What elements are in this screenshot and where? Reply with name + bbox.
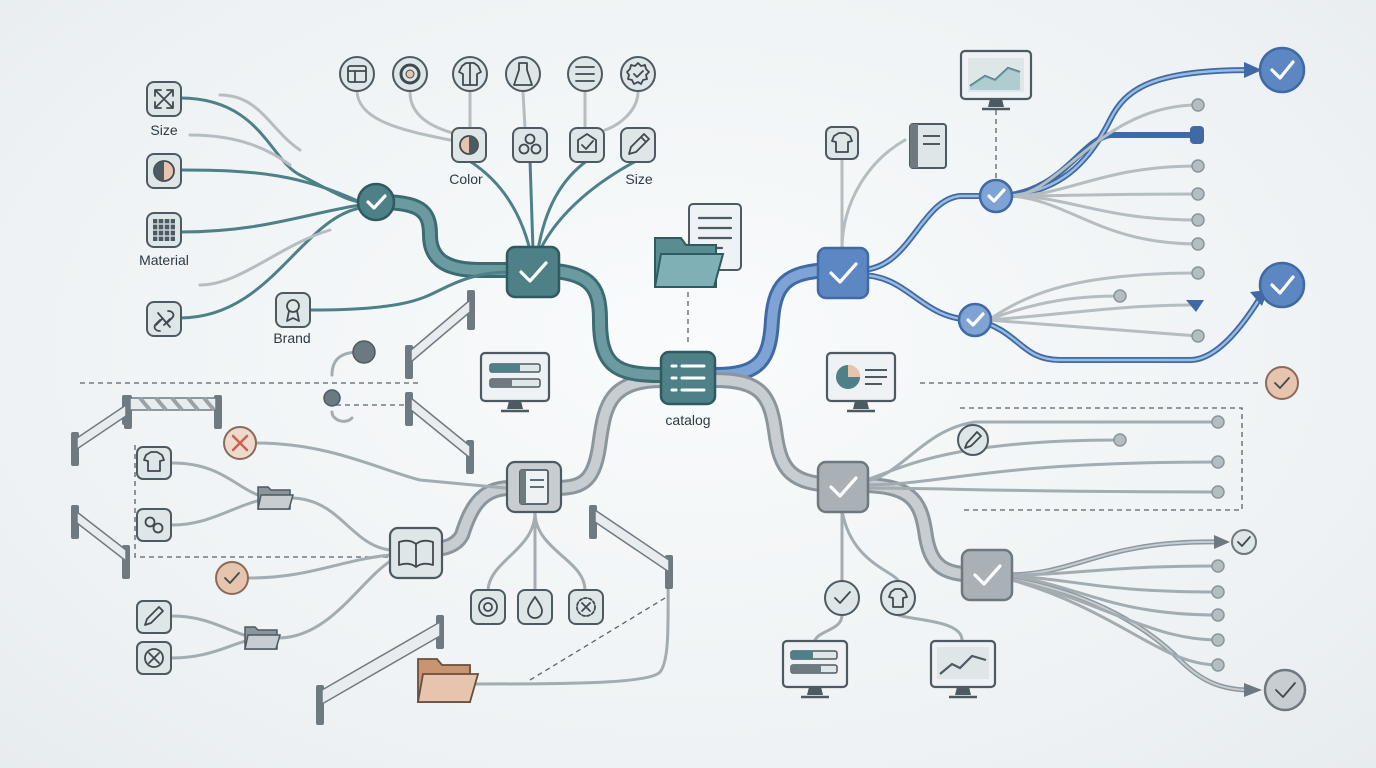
folder-icon bbox=[257, 486, 294, 510]
check-icon bbox=[816, 246, 870, 300]
check-icon bbox=[816, 460, 870, 514]
check-icon bbox=[356, 182, 396, 222]
size-top-label: Size bbox=[625, 171, 652, 187]
barrier-icon bbox=[71, 290, 673, 725]
color-label: Color bbox=[449, 171, 483, 187]
gear-icon bbox=[620, 56, 656, 92]
cancel-icon bbox=[223, 426, 257, 460]
list-icon bbox=[567, 56, 603, 92]
pencil-icon bbox=[620, 127, 656, 163]
drop-icon bbox=[517, 589, 553, 625]
palette-icon bbox=[392, 56, 428, 92]
check-icon bbox=[215, 561, 249, 595]
dress-icon bbox=[505, 56, 541, 92]
window-icon bbox=[339, 56, 375, 92]
color-icon bbox=[451, 127, 487, 163]
badge-icon bbox=[275, 292, 311, 328]
folder-icon bbox=[416, 658, 480, 703]
texture-icon bbox=[146, 212, 182, 248]
pencil-icon bbox=[957, 424, 989, 456]
check-icon bbox=[978, 178, 1014, 214]
dashed-guides bbox=[80, 110, 1262, 681]
book-icon bbox=[505, 460, 563, 514]
swatches-icon bbox=[512, 127, 548, 163]
brand-label: Brand bbox=[273, 330, 310, 346]
expand-icon bbox=[146, 81, 182, 117]
check-icon bbox=[505, 245, 561, 299]
gray-right-branches bbox=[707, 372, 1262, 697]
link-icon bbox=[146, 301, 182, 337]
check-icon bbox=[824, 580, 860, 616]
check-icon bbox=[1231, 529, 1257, 555]
pencil-icon bbox=[136, 600, 172, 634]
book-icon bbox=[388, 526, 444, 580]
folder-icon bbox=[244, 626, 281, 650]
tshirt-icon bbox=[136, 446, 172, 480]
catalog-label: catalog bbox=[665, 412, 710, 428]
pie-monitor-icon bbox=[825, 351, 897, 413]
check-icon bbox=[1265, 366, 1299, 400]
endpoint-dots bbox=[323, 98, 1225, 672]
size-left-label: Size bbox=[150, 122, 177, 138]
tshirt-icon bbox=[880, 580, 916, 616]
check-icon bbox=[1258, 46, 1306, 94]
half-circle-icon bbox=[146, 153, 182, 189]
folder-icon bbox=[653, 237, 725, 288]
book-icon bbox=[909, 123, 947, 169]
catalog-icon bbox=[659, 350, 717, 406]
cancel-icon bbox=[568, 589, 604, 625]
tshirt-icon bbox=[825, 126, 859, 160]
chart-monitor-icon bbox=[929, 639, 997, 699]
blue-branches bbox=[707, 62, 1268, 383]
tag-check-icon bbox=[569, 127, 605, 163]
check-icon bbox=[1263, 668, 1307, 712]
gear-icon bbox=[470, 589, 506, 625]
list-monitor-icon bbox=[781, 639, 849, 699]
list-monitor-icon bbox=[479, 351, 551, 413]
chart-monitor-icon bbox=[959, 49, 1033, 111]
material-label: Material bbox=[139, 252, 189, 268]
cancel-icon bbox=[136, 641, 172, 675]
check-icon bbox=[957, 302, 993, 338]
shirt-icon bbox=[452, 56, 488, 92]
check-icon bbox=[960, 548, 1014, 602]
link-icon bbox=[136, 508, 172, 542]
check-icon bbox=[1258, 261, 1306, 309]
